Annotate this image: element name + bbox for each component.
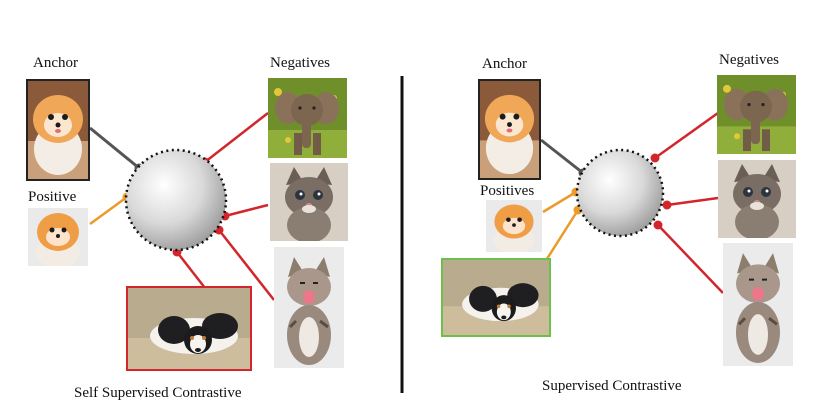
meowing-kitten-photo bbox=[723, 243, 793, 366]
anchor-label: Anchor bbox=[33, 55, 78, 71]
negative-connector bbox=[176, 251, 206, 289]
positive-connector bbox=[89, 195, 128, 226]
meowing-kitten-photo bbox=[274, 247, 344, 368]
kitten-photo bbox=[718, 160, 796, 238]
pomeranian-photo bbox=[478, 79, 541, 180]
positive-connector bbox=[542, 190, 577, 214]
spaniel-photo bbox=[126, 286, 252, 371]
elephant-photo bbox=[717, 75, 796, 154]
anchor-connector bbox=[89, 126, 140, 170]
negative-dot bbox=[662, 200, 672, 210]
negatives-label: Negatives bbox=[719, 52, 779, 68]
pomeranian-photo bbox=[28, 208, 88, 266]
negative-connector bbox=[224, 203, 269, 218]
negatives-label: Negatives bbox=[270, 55, 330, 71]
elephant-photo bbox=[268, 78, 347, 158]
spaniel-photo bbox=[441, 258, 551, 337]
panel-caption: Self Supervised Contrastive bbox=[74, 385, 242, 401]
kitten-photo bbox=[270, 163, 348, 241]
anchor-connector bbox=[540, 138, 584, 175]
pomeranian-photo bbox=[26, 79, 90, 181]
negative-connector bbox=[218, 229, 275, 301]
negative-dot bbox=[653, 220, 663, 230]
embedding-sphere bbox=[575, 148, 665, 238]
negative-dot bbox=[650, 153, 660, 163]
positive-label: Positives bbox=[480, 183, 535, 199]
positive-label: Positive bbox=[28, 189, 77, 205]
negative-connector bbox=[657, 224, 724, 294]
negative-connector bbox=[654, 111, 719, 160]
anchor-label: Anchor bbox=[482, 56, 527, 72]
positive-connector bbox=[543, 209, 580, 263]
pomeranian-photo bbox=[486, 200, 542, 252]
negative-connector bbox=[204, 112, 269, 163]
panel-caption: Supervised Contrastive bbox=[542, 378, 682, 394]
embedding-sphere bbox=[124, 148, 228, 252]
negative-connector bbox=[666, 196, 719, 207]
